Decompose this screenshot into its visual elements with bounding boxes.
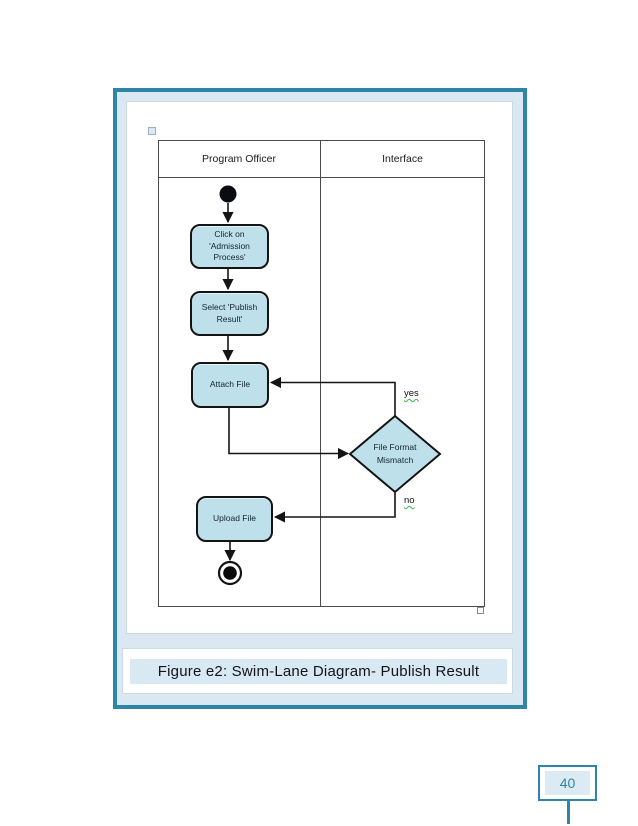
lane-header-divider bbox=[158, 177, 485, 178]
lane-header-program-officer: Program Officer bbox=[202, 152, 276, 165]
node-attach-file: Attach File bbox=[191, 362, 269, 408]
decision-label-file-format-mismatch: File Format Mismatch bbox=[373, 442, 417, 466]
swimlane-table bbox=[158, 140, 485, 607]
caption-bar: Figure e2: Swim-Lane Diagram- Publish Re… bbox=[130, 659, 507, 684]
page-number-box: 40 bbox=[538, 765, 597, 801]
lane-header-interface: Interface bbox=[382, 152, 423, 165]
page-number: 40 bbox=[545, 771, 590, 795]
edge-label-yes: yes bbox=[404, 388, 419, 399]
edge-label-no: no bbox=[404, 495, 415, 506]
node-select-publish-result: Select 'Publish Result' bbox=[190, 291, 269, 336]
lane-divider bbox=[320, 140, 321, 607]
page-number-tail bbox=[567, 801, 570, 824]
diagram-panel bbox=[126, 101, 513, 634]
table-resize-handle-icon[interactable] bbox=[477, 607, 484, 614]
node-upload-file: Upload File bbox=[196, 496, 273, 542]
figure-caption: Figure e2: Swim-Lane Diagram- Publish Re… bbox=[157, 663, 480, 680]
node-click-admission-process: Click on 'Admission Process' bbox=[190, 224, 269, 269]
table-move-handle-icon[interactable] bbox=[148, 127, 156, 135]
